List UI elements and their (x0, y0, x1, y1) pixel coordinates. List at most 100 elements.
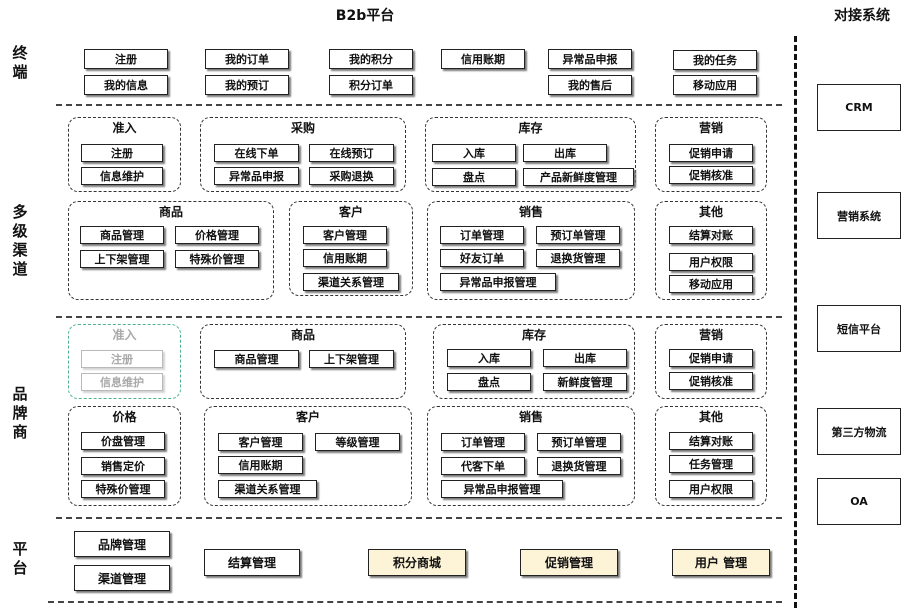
section-label-platform: 平台 (12, 540, 28, 577)
channel-relation-manage: 渠道关系管理 (303, 273, 399, 291)
terminal-my-orders: 我的订单 (205, 49, 289, 69)
brand-user-rights: 用户权限 (669, 480, 753, 498)
section-label-terminal: 终端 (12, 44, 28, 81)
section-divider-brand (56, 517, 782, 519)
channel-stock-in: 入库 (432, 144, 516, 162)
channel-group-sales: 销售 订单管理 预订单管理 好友订单 退换货管理 异常品申报管理 (427, 201, 635, 300)
platform-title: B2b平台 (335, 8, 395, 24)
brand-customer-title: 客户 (295, 410, 320, 424)
terminal-my-tasks: 我的任务 (673, 50, 757, 70)
brand-group-customer: 客户 客户管理 等级管理 信用账期 渠道关系管理 (204, 406, 412, 506)
channel-other-title: 其他 (698, 205, 723, 219)
external-marketing-system: 营销系统 (817, 192, 901, 239)
channel-settlement: 结算对账 (669, 226, 753, 244)
terminal-point-orders: 积分订单 (329, 75, 413, 95)
brand-return-manage: 退换货管理 (537, 457, 621, 475)
terminal-my-points: 我的积分 (329, 49, 413, 69)
channel-freshness: 产品新鲜度管理 (523, 168, 634, 186)
platform-brand-manage: 品牌管理 (74, 531, 170, 557)
brand-access-register: 注册 (81, 350, 163, 368)
brand-proxy-order: 代客下单 (441, 457, 525, 475)
channel-customer-title: 客户 (338, 205, 363, 219)
brand-access-title: 准入 (112, 328, 137, 342)
brand-group-other: 其他 结算对账 任务管理 用户权限 (655, 406, 767, 506)
channel-marketing-title: 营销 (698, 121, 723, 135)
channel-preorder-manage: 预订单管理 (536, 226, 620, 244)
channel-purchase-title: 采购 (290, 121, 315, 135)
external-systems-title: 对接系统 (834, 8, 890, 24)
channel-abnormal-manage: 异常品申报管理 (440, 273, 556, 291)
brand-credit-terms: 信用账期 (218, 456, 303, 474)
channel-return-manage: 退换货管理 (536, 249, 620, 267)
terminal-my-info: 我的信息 (84, 75, 168, 95)
platform-user-manage: 用户 管理 (672, 549, 770, 576)
channel-purchase-return: 采购退换 (309, 167, 394, 185)
terminal-my-reservations: 我的预订 (205, 75, 289, 95)
brand-group-access: 准入 注册 信息维护 (68, 324, 181, 399)
section-divider-channel (56, 316, 782, 318)
channel-user-rights: 用户权限 (669, 253, 753, 271)
platform-settlement-manage: 结算管理 (204, 549, 300, 576)
channel-stock-count: 盘点 (432, 168, 516, 186)
channel-group-customer: 客户 客户管理 信用账期 渠道关系管理 (289, 201, 413, 296)
brand-group-price: 价格 价盘管理 销售定价 特殊价管理 (68, 406, 181, 506)
terminal-my-aftersales: 我的售后 (548, 75, 632, 95)
channel-group-access: 准入 注册 信息维护 (68, 117, 181, 192)
channel-credit-terms: 信用账期 (303, 249, 387, 267)
channel-customer-manage: 客户管理 (303, 226, 387, 244)
brand-goods-manage: 商品管理 (214, 350, 299, 368)
external-sms-platform: 短信平台 (817, 305, 901, 352)
channel-group-marketing: 营销 促销申请 促销核准 (655, 117, 767, 192)
brand-freshness: 新鲜度管理 (543, 373, 627, 391)
terminal-credit-terms: 信用账期 (441, 49, 525, 69)
brand-stock-out: 出库 (543, 349, 627, 367)
channel-promo-approve: 促销核准 (669, 166, 753, 184)
channel-mobile-app: 移动应用 (669, 275, 753, 293)
brand-relation-manage: 渠道关系管理 (218, 480, 317, 498)
brand-group-goods: 商品 商品管理 上下架管理 (200, 324, 406, 399)
brand-sales-title: 销售 (518, 410, 543, 424)
brand-order-manage: 订单管理 (441, 433, 525, 451)
channel-goods-manage: 商品管理 (80, 226, 164, 244)
brand-access-info-maintain: 信息维护 (81, 373, 163, 391)
platform-points-mall: 积分商城 (368, 549, 466, 576)
section-label-brand: 品牌商 (12, 385, 28, 441)
brand-abnormal-manage: 异常品申报管理 (441, 480, 563, 498)
external-oa: OA (817, 478, 901, 525)
channel-special-price: 特殊价管理 (175, 250, 259, 268)
brand-task-manage: 任务管理 (669, 455, 753, 473)
brand-stock-in: 入库 (447, 349, 531, 367)
external-separator (794, 36, 797, 608)
channel-access-info-maintain: 信息维护 (81, 167, 163, 185)
external-third-party-logistics: 第三方物流 (817, 408, 901, 455)
platform-channel-manage: 渠道管理 (74, 565, 170, 591)
terminal-mobile-app: 移动应用 (673, 75, 757, 95)
channel-order-manage: 订单管理 (440, 226, 524, 244)
brand-stock-count: 盘点 (447, 373, 531, 391)
channel-group-goods: 商品 商品管理 价格管理 上下架管理 特殊价管理 (68, 201, 274, 300)
external-crm: CRM (817, 84, 901, 131)
brand-level-manage: 等级管理 (315, 433, 400, 451)
brand-listing-manage: 上下架管理 (309, 350, 394, 368)
channel-promo-apply: 促销申请 (669, 144, 753, 162)
brand-sales-pricing: 销售定价 (81, 457, 165, 475)
channel-group-other: 其他 结算对账 用户权限 移动应用 (655, 201, 767, 300)
section-label-multichannel: 多级渠道 (12, 203, 28, 278)
brand-promo-apply: 促销申请 (669, 349, 753, 367)
platform-promo-manage: 促销管理 (520, 549, 618, 576)
channel-friend-order: 好友订单 (440, 249, 524, 267)
channel-abnormal-report: 异常品申报 (214, 167, 299, 185)
section-divider-terminal (56, 104, 782, 106)
terminal-abnormal-report: 异常品申报 (548, 49, 632, 69)
channel-online-order: 在线下单 (214, 144, 299, 162)
channel-access-register: 注册 (81, 144, 163, 162)
channel-online-reserve: 在线预订 (309, 144, 394, 162)
channel-group-purchase: 采购 在线下单 在线预订 异常品申报 采购退换 (200, 117, 406, 192)
channel-access-title: 准入 (112, 121, 137, 135)
brand-preorder-manage: 预订单管理 (537, 433, 621, 451)
channel-stock-out: 出库 (523, 144, 607, 162)
brand-other-title: 其他 (698, 410, 723, 424)
brand-settlement: 结算对账 (669, 432, 753, 450)
brand-price-title: 价格 (112, 410, 137, 424)
brand-customer-manage: 客户管理 (218, 433, 303, 451)
